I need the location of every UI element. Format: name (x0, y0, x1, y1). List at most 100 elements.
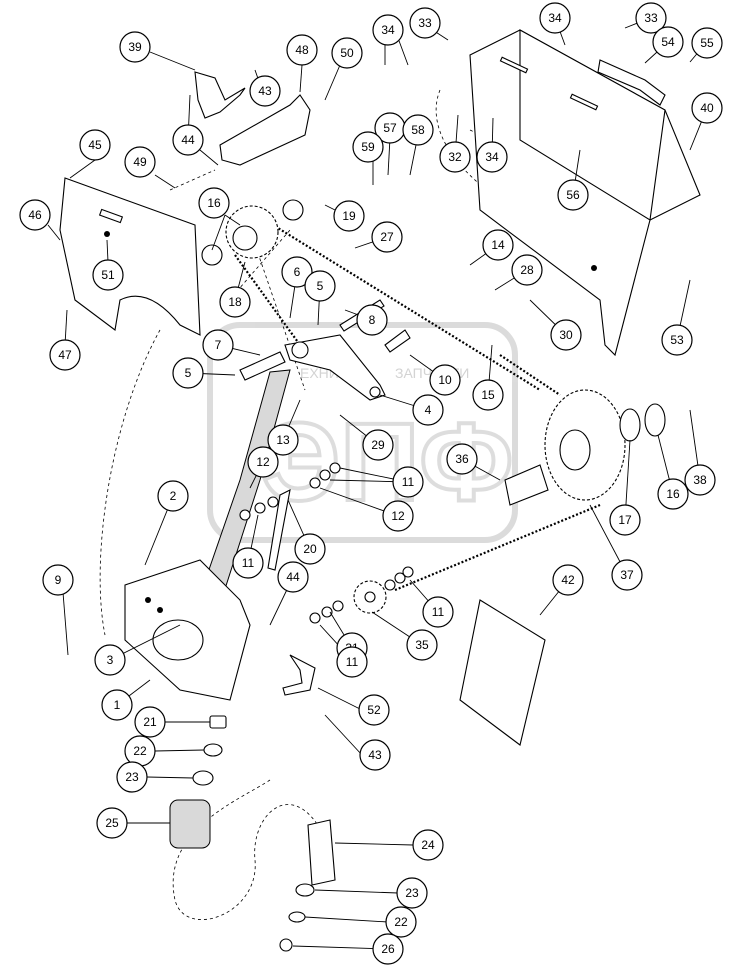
svg-text:7: 7 (215, 338, 222, 352)
bracket-48 (219, 94, 311, 166)
callout-27: 27 (371, 221, 403, 253)
svg-text:1: 1 (114, 698, 121, 712)
callout-49: 49 (124, 146, 156, 178)
svg-text:3: 3 (107, 653, 114, 667)
svg-text:39: 39 (128, 40, 142, 54)
svg-text:22: 22 (133, 744, 147, 758)
svg-text:45: 45 (88, 138, 102, 152)
svg-text:12: 12 (256, 455, 270, 469)
svg-text:6: 6 (294, 265, 301, 279)
callout-44: 44 (277, 561, 309, 593)
svg-text:56: 56 (566, 188, 580, 202)
svg-text:33: 33 (418, 16, 432, 30)
svg-text:35: 35 (415, 638, 429, 652)
svg-text:10: 10 (438, 373, 452, 387)
washers (239, 462, 414, 624)
callout-42: 42 (552, 564, 584, 596)
svg-text:59: 59 (361, 140, 375, 154)
svg-text:54: 54 (661, 35, 675, 49)
svg-text:51: 51 (101, 268, 115, 282)
bracket-52 (282, 654, 316, 696)
svg-text:42: 42 (561, 573, 575, 587)
svg-text:11: 11 (432, 605, 445, 619)
callout-25: 25 (96, 807, 128, 839)
callout-54: 54 (652, 26, 684, 58)
svg-text:16: 16 (666, 487, 680, 501)
svg-text:36: 36 (455, 452, 469, 466)
callout-50: 50 (331, 37, 363, 69)
svg-text:44: 44 (286, 570, 300, 584)
callout-53: 53 (661, 324, 693, 356)
svg-text:5: 5 (185, 366, 192, 380)
callout-15: 15 (472, 379, 504, 411)
callout-34: 34 (476, 141, 508, 173)
drive-chain (234, 219, 601, 592)
svg-text:33: 33 (644, 11, 658, 25)
callout-8: 8 (356, 304, 388, 336)
callout-33: 33 (635, 2, 667, 34)
callout-46: 46 (19, 199, 51, 231)
callout-5: 5 (172, 357, 204, 389)
callout-36: 36 (446, 443, 478, 475)
callout-52: 52 (358, 694, 390, 726)
callout-9: 9 (42, 564, 74, 596)
callout-29: 29 (362, 429, 394, 461)
svg-text:8: 8 (369, 313, 376, 327)
svg-text:43: 43 (258, 84, 272, 98)
plate-42 (459, 599, 546, 746)
callout-48: 48 (286, 34, 318, 66)
svg-text:20: 20 (303, 542, 317, 556)
svg-text:30: 30 (559, 328, 573, 342)
callout-39: 39 (119, 31, 151, 63)
callout-26: 26 (372, 933, 404, 965)
callout-32: 32 (439, 141, 471, 173)
svg-text:40: 40 (700, 101, 714, 115)
callout-7: 7 (202, 329, 234, 361)
callout-30: 30 (550, 319, 582, 351)
svg-text:4: 4 (425, 403, 432, 417)
callout-19: 19 (333, 200, 365, 232)
callout-24: 24 (412, 829, 444, 861)
small-sprocket-top (201, 199, 304, 266)
callout-11: 11 (232, 547, 264, 579)
callout-56: 56 (557, 179, 589, 211)
svg-text:24: 24 (421, 838, 435, 852)
svg-text:14: 14 (491, 238, 505, 252)
svg-text:28: 28 (520, 263, 534, 277)
callout-6: 6 (281, 256, 313, 288)
svg-text:52: 52 (367, 703, 381, 717)
svg-text:38: 38 (693, 473, 707, 487)
callout-22: 22 (385, 906, 417, 938)
callout-59: 59 (352, 131, 384, 163)
callout-12: 12 (247, 446, 279, 478)
svg-text:44: 44 (181, 133, 195, 147)
callout-43: 43 (359, 739, 391, 771)
svg-text:25: 25 (105, 816, 119, 830)
lower-sprocket (353, 580, 387, 614)
svg-text:29: 29 (371, 438, 385, 452)
callout-37: 37 (611, 559, 643, 591)
svg-text:12: 12 (391, 509, 405, 523)
callout-40: 40 (691, 92, 723, 124)
svg-text:34: 34 (485, 150, 499, 164)
svg-text:23: 23 (405, 886, 419, 900)
svg-text:32: 32 (448, 150, 462, 164)
callout-22: 22 (124, 735, 156, 767)
callout-4: 4 (412, 394, 444, 426)
callout-20: 20 (294, 533, 326, 565)
svg-text:43: 43 (368, 748, 382, 762)
svg-text:9: 9 (55, 573, 62, 587)
callout-55: 55 (691, 27, 723, 59)
svg-text:23: 23 (125, 770, 139, 784)
svg-text:11: 11 (346, 655, 359, 669)
callout-34: 34 (372, 14, 404, 46)
base-bracket (124, 559, 251, 701)
callout-1: 1 (101, 689, 133, 721)
callout-47: 47 (49, 339, 81, 371)
svg-text:5: 5 (317, 279, 324, 293)
svg-text:18: 18 (228, 295, 242, 309)
svg-text:15: 15 (481, 388, 495, 402)
callout-58: 58 (402, 114, 434, 146)
svg-text:13: 13 (276, 433, 290, 447)
